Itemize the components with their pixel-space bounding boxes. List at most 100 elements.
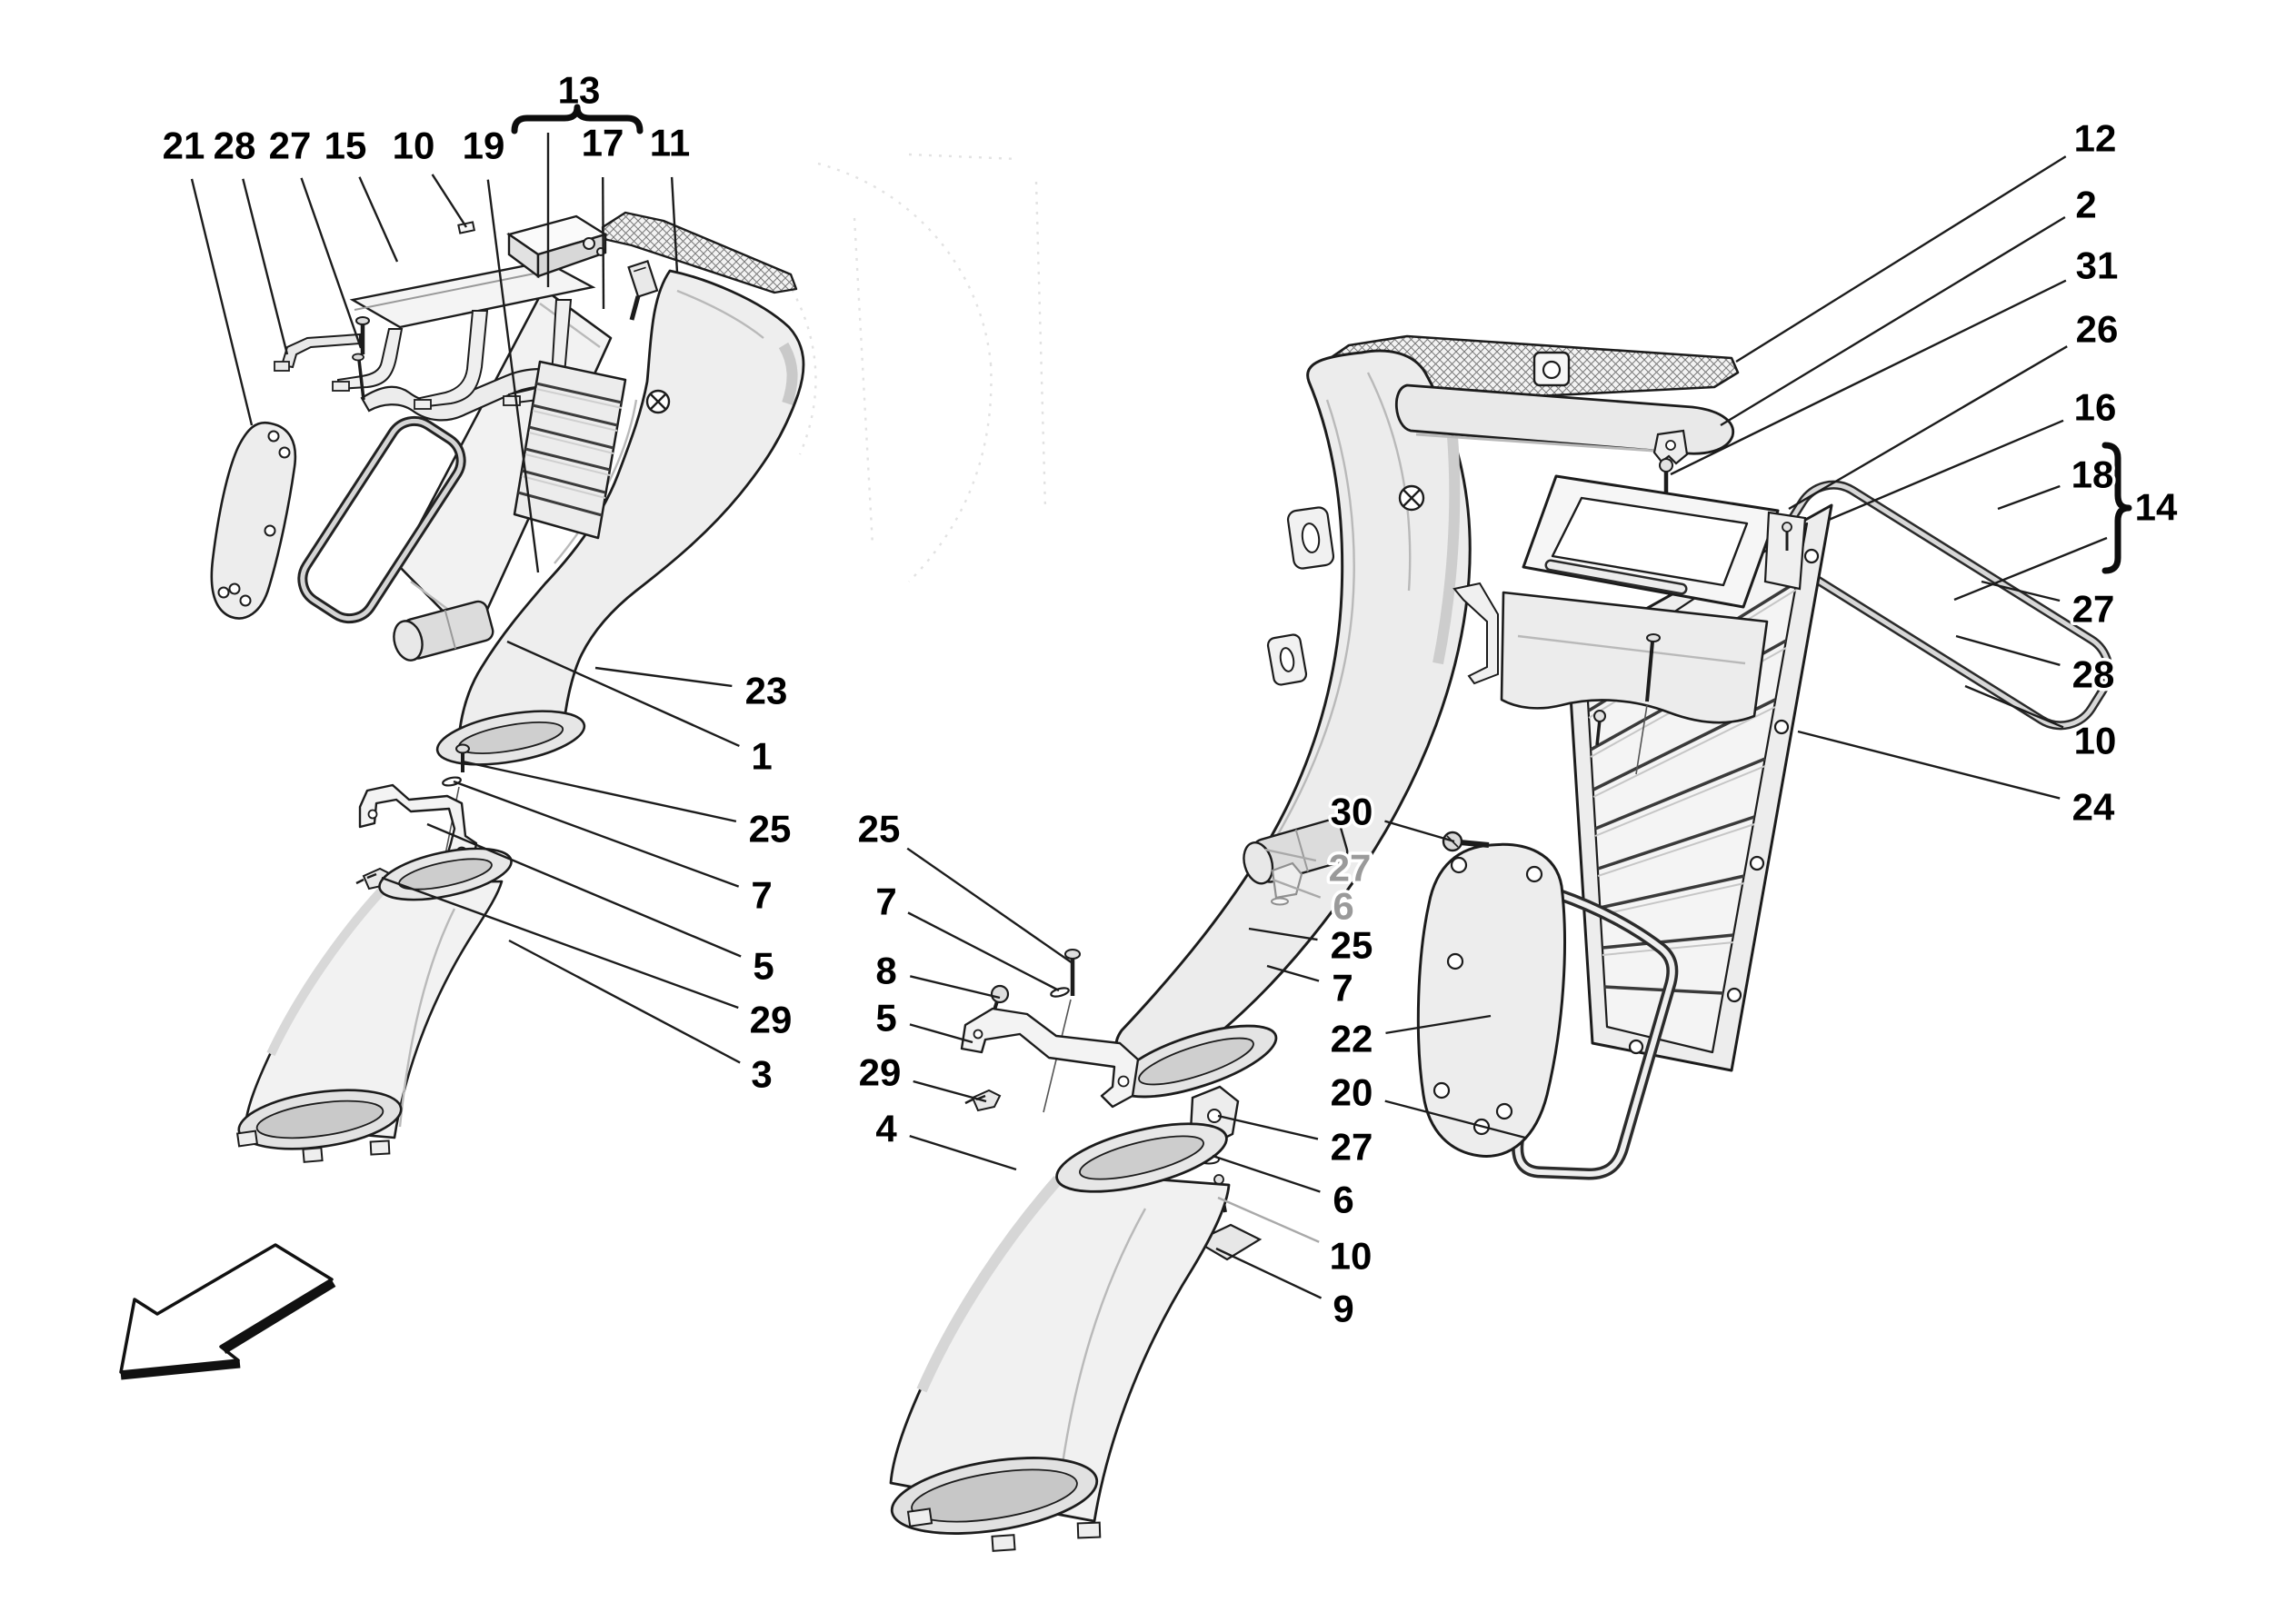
callout-label-3: 3 bbox=[751, 1053, 772, 1096]
callout-label-30: 30 bbox=[1331, 791, 1373, 833]
callout-label-7: 7 bbox=[1332, 967, 1353, 1010]
callout-label-6: 6 bbox=[1333, 1179, 1353, 1221]
callout-leader-1 bbox=[506, 640, 740, 748]
left-upper-duct bbox=[393, 259, 805, 766]
callout-leader-23 bbox=[594, 666, 733, 688]
left-grille bbox=[513, 360, 627, 540]
callout-leader-28 bbox=[242, 178, 289, 355]
group-line-1 bbox=[1953, 536, 2108, 602]
callout-leader-29 bbox=[381, 876, 739, 1010]
callout-label-1: 1 bbox=[751, 735, 772, 778]
callout-label-11: 11 bbox=[650, 122, 690, 164]
callout-label-21: 21 bbox=[163, 124, 205, 167]
callout-label-7: 7 bbox=[751, 874, 772, 917]
faint-background-sketch bbox=[781, 153, 1047, 582]
brace-layer: 13 14 bbox=[511, 65, 2181, 574]
callout-leader-3 bbox=[508, 939, 741, 1064]
callout-leader-27 bbox=[1981, 580, 2061, 602]
callout-leader-15 bbox=[358, 176, 399, 263]
callout-leader-25 bbox=[462, 760, 737, 823]
callout-label-10: 10 bbox=[1330, 1235, 1373, 1278]
callout-label-29: 29 bbox=[750, 999, 793, 1041]
direction-arrow bbox=[119, 1243, 336, 1380]
callout-label-5: 5 bbox=[875, 997, 896, 1040]
callout-leader-31 bbox=[1670, 279, 2067, 476]
left-cover-plate bbox=[210, 421, 297, 620]
callout-label-5: 5 bbox=[753, 945, 774, 988]
right-cover-plate bbox=[1416, 842, 1566, 1158]
callout-leader-9 bbox=[1215, 1247, 1323, 1299]
callout-label-4: 4 bbox=[875, 1108, 897, 1150]
callout-label-25: 25 bbox=[858, 808, 901, 851]
callout-leader-20 bbox=[1384, 1100, 1526, 1139]
right-pillar-trim bbox=[1114, 349, 1735, 1099]
direction-arrow-shadow-0 bbox=[221, 1279, 336, 1354]
callout-leader-27 bbox=[1264, 848, 1317, 862]
callout-label-27: 27 bbox=[1329, 847, 1372, 890]
callout-label-8: 8 bbox=[875, 950, 896, 992]
brace-label-14: 14 bbox=[2135, 486, 2178, 529]
callout-label-17: 17 bbox=[582, 122, 624, 164]
right-seal-frame bbox=[1781, 480, 2113, 731]
callout-group-lines bbox=[546, 133, 2108, 602]
brace-13 bbox=[511, 104, 644, 134]
callout-label-15: 15 bbox=[324, 124, 367, 167]
callout-leader-6 bbox=[1212, 1154, 1321, 1193]
callout-leader-5 bbox=[909, 1023, 973, 1044]
callout-leader-2 bbox=[1720, 215, 2066, 427]
left-hatched-sill bbox=[601, 211, 798, 294]
callout-label-12: 12 bbox=[2074, 117, 2117, 160]
callout-leader-30 bbox=[1384, 820, 1455, 843]
callout-leader-27 bbox=[300, 177, 363, 349]
callout-leader-28 bbox=[1955, 634, 2061, 666]
callout-leader-10 bbox=[1217, 1196, 1320, 1243]
right-bracket-and-fasteners bbox=[960, 949, 1140, 1113]
callout-label-22: 22 bbox=[1331, 1018, 1373, 1060]
callout-label-9: 9 bbox=[1333, 1288, 1353, 1330]
callout-label-25: 25 bbox=[1331, 924, 1373, 967]
callout-label-25: 25 bbox=[749, 808, 792, 851]
callout-label-23: 23 bbox=[745, 670, 788, 712]
callout-label-19: 19 bbox=[463, 124, 505, 167]
callout-leader-29 bbox=[913, 1080, 987, 1103]
left-outlet-tube bbox=[393, 600, 494, 662]
callout-leader-24 bbox=[1797, 730, 2061, 800]
left-lower-duct bbox=[235, 847, 513, 1163]
callout-leader-26 bbox=[1788, 345, 2068, 511]
callout-leader-10 bbox=[1964, 684, 2064, 729]
callout-label-16: 16 bbox=[2074, 386, 2117, 429]
callout-leader-7 bbox=[453, 780, 740, 888]
left-bracket-tray bbox=[274, 214, 608, 422]
callout-label-28: 28 bbox=[214, 124, 256, 167]
callout-label-2: 2 bbox=[2075, 184, 2096, 226]
callout-leader-22 bbox=[1385, 1014, 1492, 1035]
callout-leader-19 bbox=[486, 179, 540, 573]
callout-leader-4 bbox=[909, 1134, 1017, 1171]
callout-leader-7 bbox=[1266, 964, 1320, 982]
callout-leader-21 bbox=[190, 178, 254, 426]
callout-leader-6 bbox=[1272, 878, 1322, 899]
callout-label-27: 27 bbox=[2072, 588, 2115, 631]
callout-leader-8 bbox=[909, 975, 1001, 1000]
callout-leader-7 bbox=[907, 911, 1060, 992]
callout-leader-27 bbox=[1217, 1114, 1319, 1140]
direction-arrow-shadow-1 bbox=[120, 1359, 241, 1380]
callout-leader-25 bbox=[906, 847, 1073, 964]
callout-label-7: 7 bbox=[875, 881, 896, 923]
left-seal-frame bbox=[297, 415, 466, 624]
callout-leader-5 bbox=[426, 822, 742, 958]
callout-leader-16 bbox=[1828, 419, 2064, 522]
callout-leader-17 bbox=[602, 176, 605, 310]
callout-label-29: 29 bbox=[859, 1051, 902, 1094]
callout-label-6: 6 bbox=[1333, 885, 1353, 928]
callout-label-10: 10 bbox=[2074, 720, 2117, 762]
callout-label-20: 20 bbox=[1331, 1071, 1373, 1114]
brace-14 bbox=[2101, 442, 2132, 574]
callout-label-26: 26 bbox=[2076, 308, 2119, 351]
callout-label-18: 18 bbox=[2071, 453, 2114, 496]
callout-label-27: 27 bbox=[1331, 1126, 1373, 1169]
right-assembly bbox=[889, 334, 2113, 1552]
left-assembly bbox=[210, 211, 805, 1163]
